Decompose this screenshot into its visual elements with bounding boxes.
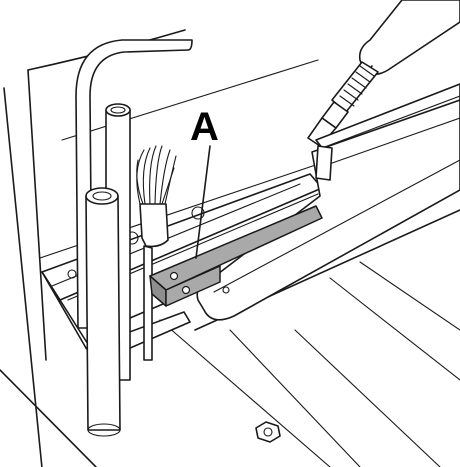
hex-nut: [255, 421, 281, 443]
callout-label: A: [190, 105, 219, 149]
brush-tool: [136, 145, 177, 361]
callout-a: A: [190, 105, 219, 259]
callout-leader-line: [195, 145, 211, 259]
part-a-bar: [149, 205, 323, 307]
tube-front: [85, 187, 121, 437]
